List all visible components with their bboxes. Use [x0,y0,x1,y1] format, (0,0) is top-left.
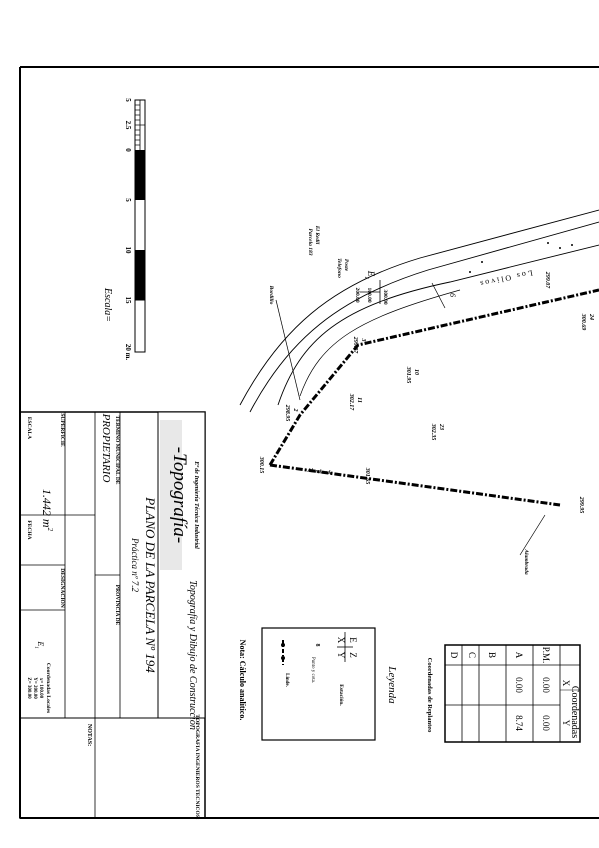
scale-bar: 5 2.5 0 5 10 15 20 m. Escala= [102,98,146,361]
area-value: 1.442 m2 [40,489,54,532]
school-name: Eª de Ingeniería Técnica Industrial [193,460,199,549]
point-elevation: 302.35 [430,423,436,441]
survey-points: 24 300.69 299.07 10 301.95 11 302.17 3 2… [258,271,594,514]
scale-tick-0: 0 [124,148,132,152]
legend-marker-label: Punto y cota. [310,657,315,683]
point-elevation: 300.69 [580,313,586,331]
point-elevation: 301.65 [364,467,370,485]
scale-tick-10: 10 [124,247,132,255]
scale-tick-15: 15 [124,297,132,305]
area-label: SUPERFICIE [59,413,65,447]
point-number: 10 [413,369,419,375]
row-x: 0.00 [514,677,524,693]
local-coords-title: Coordenadas Locales [45,663,51,713]
road-name: Los Olivos [478,268,534,288]
legend-box [261,627,376,741]
point-elevation: 299.95 [578,496,584,514]
station-y: 200.00 [354,287,360,302]
map-area [239,209,599,556]
pole-line1: Poste [343,259,349,272]
row-y: 8.74 [514,715,524,731]
title-block-logo-area [160,420,182,570]
scale-tick-2-5: 2.5 [124,121,132,130]
stakeout-rows: P.M. 0.00 0.00 A 0.00 8.74 B C D [449,647,551,732]
local-coords-point: E1 [33,640,45,648]
scale-label-box: ESCALA [26,417,32,439]
stakeout-table [444,644,581,743]
row-point: D [449,652,459,659]
station-label: E1 [363,270,376,280]
plan-title: PLANO DE LA PARCELA Nº 194 [143,496,158,673]
stakeout-caption: Coordenadas de Replanteo [426,658,433,733]
legend-station-label: Estación. [338,684,344,706]
scale-label: Escala= [102,287,113,322]
logo-text: -Topografía- [169,447,190,543]
point-elevation: 299.07 [544,271,550,290]
legend-x: X [336,637,346,644]
row-x: 0.00 [541,677,551,693]
legend-y: Y [336,652,346,659]
point-number: 23 [438,423,444,430]
date-label: FECHA [26,520,32,539]
station-x: 100.00 [366,287,372,302]
point-elevation: 300.15 [258,456,264,474]
province-label: PROVINCIA DE [114,585,120,626]
stakeout-header: Coordenadas [569,686,580,738]
point-number: 3 [360,338,366,342]
point-elevation: 299.87 [352,336,358,355]
legend-title: Leyenda [386,665,398,704]
owner-label: PROPIETARIO [100,413,112,483]
scale-tick-5b: 5 [124,198,132,202]
practice-number: Práctica nº 7.2 [130,537,140,593]
row-point: B [487,652,497,658]
point-elevation: 298.95 [284,404,290,422]
point-elevation: 302.17 [348,393,354,412]
point-number: 24 [588,313,594,320]
neighbor-line2: Parcela 183 [307,228,313,255]
municipality-label: TERMINO MUNICIPAL DE [114,416,120,485]
designation-label: DESIGNACION [59,568,65,607]
neighbor-line1: El Redil [314,225,320,245]
row-point: P.M. [541,647,551,664]
scale-tick-20: 20 m. [124,344,132,361]
scale-tick-5a: 5 [124,98,132,102]
point-elevation: 301.95 [405,366,411,384]
course-name: Topografía y Dibujo de Construcción [187,580,198,730]
row-point: C [467,652,477,658]
station-z: 300.00 [382,289,388,304]
legend-z: Z [348,652,358,658]
row-y: 0.00 [541,715,551,731]
point-number: 2 [292,408,298,412]
point-number: 11 [356,397,362,403]
fence-label-1: Alambrada [306,468,333,477]
stakeout-col-x: X [561,680,571,687]
street-width-label: 6 [448,293,457,297]
tech-label: TOPOGRAFIA INGENIEROS TECNICOS: [194,714,200,819]
local-coords-z: Z= 300.00 [26,677,31,699]
pole-line2: Telefono [336,258,342,278]
fence-label-2: Alambrada [523,548,529,575]
notes-label: NOTAS: [86,724,92,746]
legend-fence-label: Linde. [284,673,289,688]
local-coords-x: x= 100.00 [38,678,43,699]
legend-e: E [348,637,358,643]
curb-label: Bordillo [268,285,274,305]
legend-marker: 8 [314,644,320,647]
stakeout-col-y: Y [561,720,571,727]
local-coords-y: Y= 200.00 [32,677,37,699]
row-point: A [514,652,524,659]
note-text: Nota: Cálculo analítico. [238,640,247,721]
